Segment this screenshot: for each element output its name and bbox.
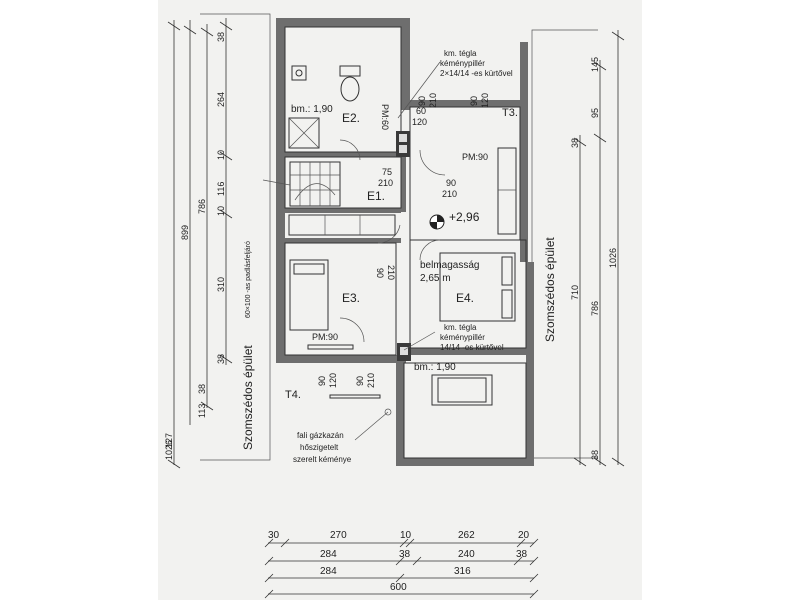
room-t3: T3.	[502, 107, 518, 119]
opening-7-height: 120	[328, 373, 338, 388]
opening-6-height: 210	[386, 265, 396, 280]
chimney-bot-2: kéménypillér	[440, 333, 485, 342]
room-t4: T4.	[285, 389, 301, 401]
dim-bottom-r2-a: 284	[320, 549, 337, 560]
room-e2: E2.	[342, 111, 360, 125]
room-e1: E1.	[367, 189, 385, 203]
chimney-bot-3: 14/14 -es kürtővel	[440, 343, 504, 352]
dim-bottom-r1-d: 262	[458, 530, 475, 541]
neighbor-left: Szomszédos épület	[241, 345, 255, 450]
opening-2-width: 90	[417, 96, 427, 106]
height-line2: 2,65 m	[420, 273, 451, 284]
dim-right-c1: 145	[590, 57, 600, 72]
boiler-2: hőszigetelt	[300, 443, 339, 452]
room-e4: E4.	[456, 291, 474, 305]
boiler-1: fali gázkazán	[297, 431, 344, 440]
chimney-bot-1: km. tégla	[444, 323, 477, 332]
neighbor-right: Szomszédos épület	[543, 237, 557, 342]
opening-3-width: 90	[469, 96, 479, 106]
dim-left-c7: 38	[197, 384, 207, 394]
staircase	[289, 161, 341, 207]
dim-left-c2: 116	[216, 182, 226, 196]
dim-right-c4: 38	[590, 450, 600, 460]
dim-left-c10: 38	[216, 32, 226, 42]
neighbor-left-outline	[200, 13, 271, 461]
dim-left-c6: 10	[216, 206, 226, 216]
dim-left-c4: 38	[216, 354, 226, 364]
dim-bottom-r2-c: 240	[458, 549, 475, 560]
chimney-top-3: 2×14/14 -es kürtővel	[440, 69, 513, 78]
opening-3-height: 120	[480, 93, 490, 108]
dim-left-b: 786	[197, 199, 207, 214]
wardrobe	[288, 214, 396, 236]
dim-left-c5: 10	[216, 150, 226, 160]
dim-bottom-r2-d: 38	[516, 549, 528, 560]
opening-6-width: 90	[375, 268, 385, 278]
dim-left-c8: 113	[197, 404, 207, 418]
hatch-label: 60×100 -as padlásfeljáró	[245, 241, 252, 318]
level-marker	[429, 214, 445, 230]
opening-8-height: 210	[366, 373, 376, 388]
pm60: PM:60	[380, 104, 390, 130]
dimensions-left	[167, 18, 233, 469]
dim-right-a: 786	[590, 301, 600, 316]
dim-left-c9: 127	[164, 433, 174, 448]
level-value: +2,96	[449, 210, 480, 224]
chimney-top-2: kéménypillér	[440, 59, 485, 68]
dim-bottom-r3-a: 284	[320, 566, 337, 577]
dim-bottom-r1-a: 30	[268, 530, 280, 541]
dim-bottom-r1-c: 10	[400, 530, 412, 541]
dimensions-right	[573, 30, 625, 467]
dim-bottom-r2-b: 38	[399, 549, 411, 560]
bed-e4	[439, 252, 516, 322]
chimney-top-1: km. tégla	[444, 49, 477, 58]
opening-8-width: 90	[355, 376, 365, 386]
sink-icon	[291, 65, 307, 81]
dim-left-a: 899	[180, 225, 190, 240]
dim-bottom-total: 600	[390, 582, 407, 593]
pm90-b: PM:90	[312, 332, 338, 342]
dim-left-c1: 264	[216, 92, 226, 107]
opening-7-width: 90	[317, 376, 327, 386]
neighbor-right-outline	[531, 29, 598, 459]
opening-4-width: 75	[382, 167, 392, 177]
dim-right-outer: 1026	[608, 248, 618, 268]
dim-right-c3: 38	[570, 138, 580, 148]
boiler-3: szerelt kéménye	[293, 455, 352, 464]
sofa	[431, 374, 493, 406]
bm-bottom: bm.: 1,90	[414, 362, 456, 373]
opening-4-height: 210	[378, 178, 393, 188]
toilet-icon	[339, 65, 361, 102]
walls	[276, 18, 534, 466]
dimensions-bottom	[264, 538, 539, 599]
opening-5-height: 210	[442, 189, 457, 199]
wardrobe-right	[497, 147, 517, 235]
pm90-a: PM:90	[462, 152, 488, 162]
opening-5-width: 90	[446, 178, 456, 188]
dim-bottom-r3-b: 316	[454, 566, 471, 577]
dim-bottom-r1-b: 270	[330, 530, 347, 541]
bm-top: bm.: 1,90	[291, 104, 333, 115]
paper-sheet	[158, 0, 642, 600]
opening-1-height: 120	[412, 117, 427, 127]
opening-2-height: 210	[428, 93, 438, 108]
dim-bottom-r1-e: 20	[518, 530, 530, 541]
dim-right-c2: 95	[590, 108, 600, 118]
room-e3: E3.	[342, 291, 360, 305]
dim-right-b: 710	[570, 285, 580, 300]
bed-e3	[289, 259, 329, 331]
opening-1-width: 60	[416, 106, 426, 116]
dim-left-outer: 1026	[164, 440, 174, 460]
shower-icon	[288, 117, 320, 149]
height-line1: belmagasság	[420, 260, 479, 271]
dim-left-c3: 310	[216, 277, 226, 292]
